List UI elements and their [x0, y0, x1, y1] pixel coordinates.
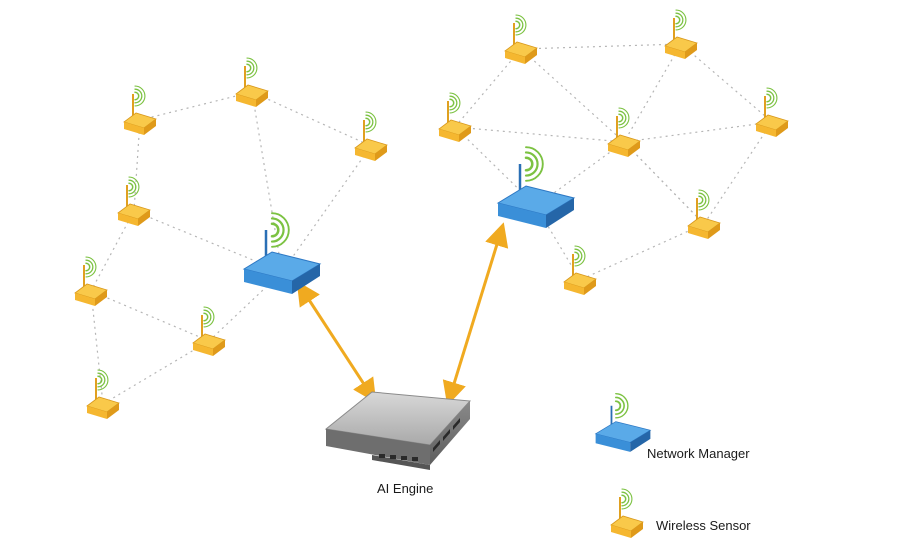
mesh-link: [579, 223, 705, 281]
mesh-link: [623, 121, 773, 143]
wifi-signal-icon: [524, 146, 544, 182]
wifi-signal-icon: [574, 245, 586, 267]
mesh-link: [251, 91, 372, 147]
network-manager-icon: [496, 146, 576, 228]
ai-engine-label: AI Engine: [377, 481, 434, 496]
legend-icons: [594, 392, 652, 538]
mesh-link: [139, 91, 253, 121]
wifi-signal-icon: [698, 189, 710, 211]
mesh-link: [281, 145, 372, 273]
engine-links: [296, 222, 509, 406]
wifi-signal-icon: [203, 306, 215, 328]
wireless-sensor-icon: [192, 306, 226, 356]
mesh-link: [133, 119, 141, 212]
wifi-signal-icon: [270, 212, 290, 248]
wireless-sensor-icon: [687, 189, 721, 239]
mesh-link: [520, 43, 682, 50]
mesh-link: [454, 48, 522, 128]
wireless-sensor-icon: [354, 111, 388, 161]
wireless-sensors: [74, 9, 789, 419]
mesh-link: [680, 43, 773, 123]
wireless-sensor-icon: [563, 245, 597, 295]
engine-link-arrow: [296, 280, 377, 404]
engine-link-arrow: [442, 222, 509, 406]
wireless-sensor-icon: [235, 57, 269, 107]
wifi-signal-icon: [515, 14, 527, 36]
wifi-signal-icon: [128, 176, 140, 198]
mesh-link: [454, 126, 625, 143]
wifi-signal-icon: [621, 488, 633, 510]
mesh-link: [251, 91, 283, 273]
mesh-link: [90, 290, 104, 405]
legend-wireless-sensor-icon: [610, 488, 644, 538]
wifi-signal-icon: [97, 369, 109, 391]
wifi-signal-icon: [614, 392, 629, 419]
wifi-signal-icon: [246, 57, 258, 79]
engine-ports: [379, 418, 460, 461]
wifi-signal-icon: [675, 9, 687, 31]
mesh-link: [90, 290, 210, 342]
mesh-link: [90, 210, 135, 292]
network-managers: [242, 146, 576, 294]
wireless-sensor-icon: [438, 92, 472, 142]
network-manager-icon: [242, 212, 322, 294]
mesh-link: [454, 126, 537, 207]
mesh-link: [535, 205, 581, 281]
wifi-signal-icon: [449, 92, 461, 114]
wireless-sensor-icon: [123, 85, 157, 135]
ai-engine-icon: [324, 391, 472, 470]
mesh-link: [623, 141, 705, 225]
mesh-link: [703, 121, 773, 225]
wifi-signal-icon: [618, 107, 630, 129]
wifi-signal-icon: [766, 87, 778, 109]
wireless-sensor-icon: [755, 87, 789, 137]
legend-network-manager-label: Network Manager: [647, 446, 750, 461]
wireless-sensor-icon: [74, 256, 108, 306]
wifi-signal-icon: [365, 111, 377, 133]
wifi-signal-icon: [134, 85, 146, 107]
wireless-sensor-icon: [607, 107, 641, 157]
legend-network-manager-icon: [594, 392, 652, 452]
mesh-link: [623, 43, 682, 143]
wireless-sensor-icon: [117, 176, 151, 226]
wifi-signal-icon: [85, 256, 97, 278]
mesh-link: [520, 48, 625, 143]
wireless-sensor-icon: [664, 9, 698, 59]
wireless-sensor-icon: [86, 369, 120, 419]
legend-wireless-sensor-label: Wireless Sensor: [656, 518, 751, 533]
wireless-sensor-icon: [504, 14, 538, 64]
mesh-link: [102, 340, 210, 405]
